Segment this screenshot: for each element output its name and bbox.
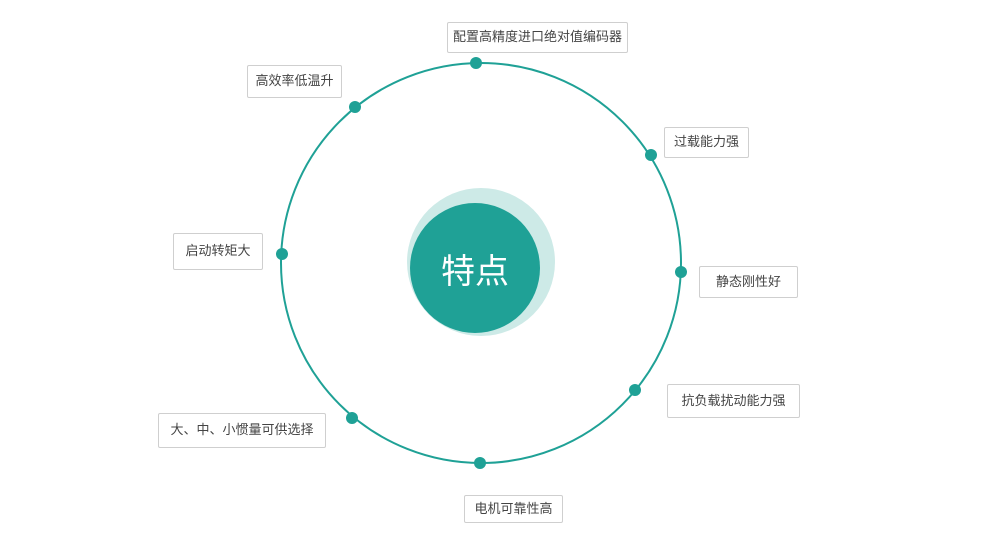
node-top (470, 57, 482, 69)
node-bottom-left (346, 412, 358, 424)
center-label: 特点 (441, 251, 509, 292)
node-bottom-right (629, 384, 641, 396)
feature-label-bottom-left: 大、中、小惯量可供选择 (158, 413, 326, 448)
feature-label-bottom-right: 抗负载扰动能力强 (667, 384, 800, 418)
feature-label-top-left: 高效率低温升 (247, 65, 342, 98)
node-left (276, 248, 288, 260)
node-bottom (474, 457, 486, 469)
feature-label-top-right: 过载能力强 (664, 127, 749, 158)
feature-label-left: 启动转矩大 (173, 233, 263, 270)
feature-label-bottom: 电机可靠性高 (464, 495, 563, 523)
node-top-right (645, 149, 657, 161)
feature-label-right: 静态刚性好 (699, 266, 798, 298)
node-top-left (349, 101, 361, 113)
feature-label-top: 配置高精度进口绝对值编码器 (447, 22, 628, 53)
center-circle (410, 203, 540, 333)
node-right (675, 266, 687, 278)
